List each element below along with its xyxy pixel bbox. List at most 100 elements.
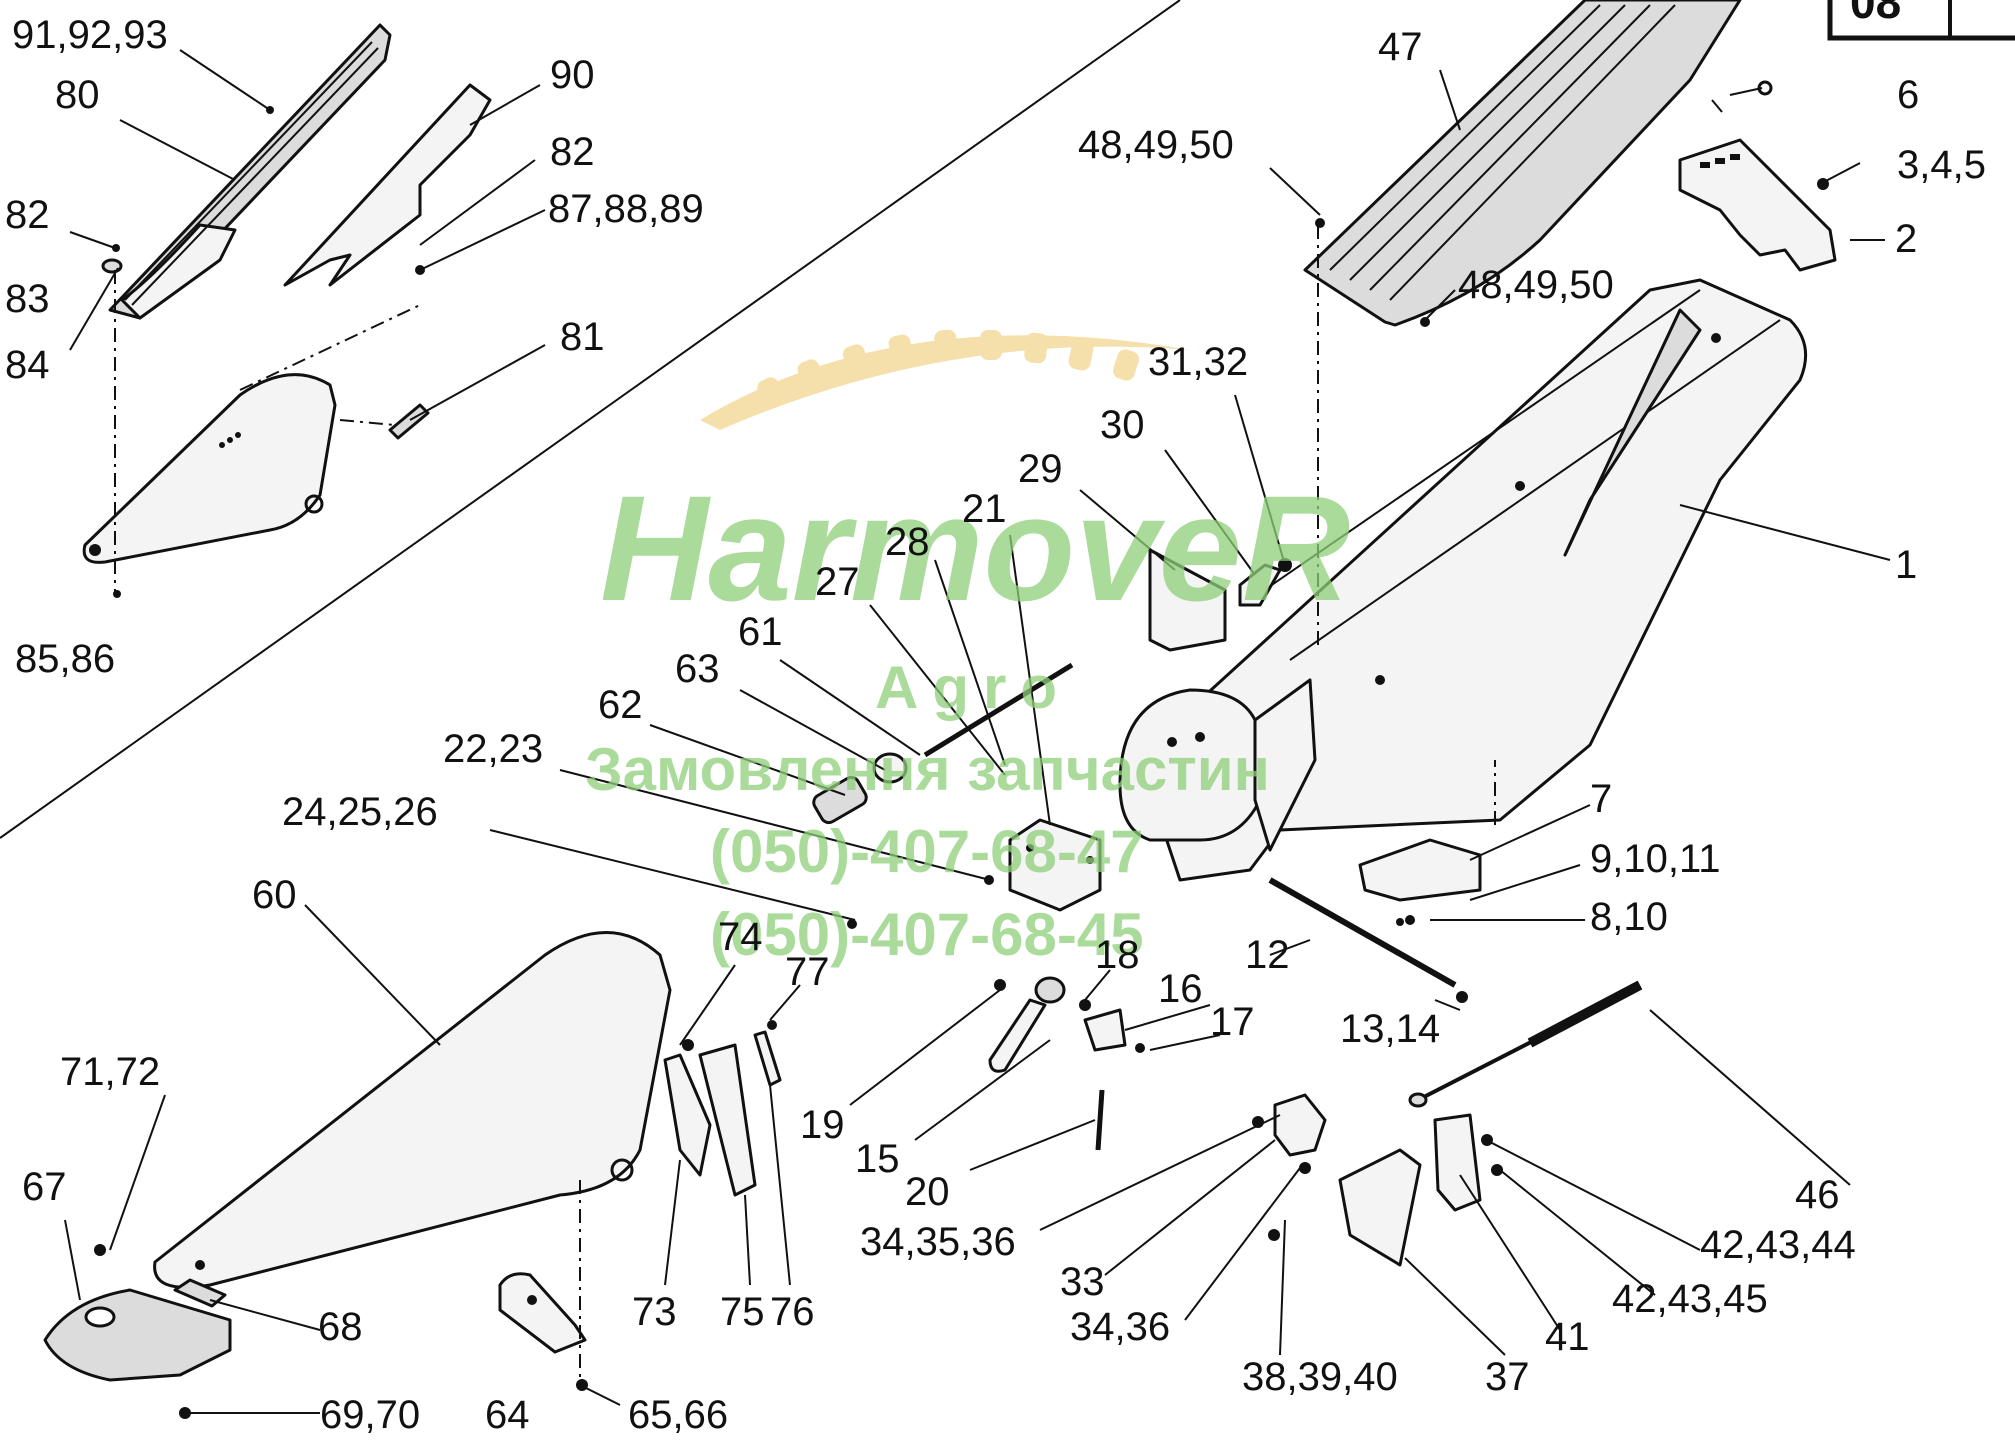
part-2-bracket [1678,138,1837,272]
watermark-sub: Agro [875,654,1071,721]
part-83-washer [101,258,123,274]
part-68-link [173,1278,227,1308]
label-65-66: 65,66 [628,1393,728,1437]
part-67-tip [43,1288,232,1382]
label-91-92-93: 91,92,93 [12,13,168,57]
part-15-lever [988,976,1066,1073]
part-62-spring [812,775,868,825]
label-71-72: 71,72 [60,1050,160,1094]
label-68: 68 [318,1305,363,1349]
part-12-shaft [1268,877,1457,988]
label-83: 83 [5,277,50,321]
label-24-25-26: 24,25,26 [282,790,438,834]
label-15: 15 [855,1137,900,1181]
assembly-dash-lines [114,225,1496,1380]
label-34-36: 34,36 [1070,1305,1170,1349]
part-90-plate [283,83,492,287]
label-29: 29 [1018,447,1063,491]
label-34-35-36: 34,35,36 [860,1220,1016,1264]
label-3-4-5: 3,4,5 [1897,143,1986,187]
label-20: 20 [905,1170,950,1214]
label-73: 73 [632,1290,677,1334]
label-48-49-50: 48,49,50 [1078,123,1234,167]
label-1: 1 [1895,543,1917,587]
label-82: 82 [550,130,595,174]
part-46-gas-strut [1408,980,1643,1108]
part-60-divider-cover [153,931,672,1289]
part-30-clip [1238,563,1282,607]
label-75: 75 [720,1290,765,1334]
label-77: 77 [785,950,830,994]
part-61-rod [923,662,1074,758]
part-divider-cover-upper [82,373,337,564]
part-21-bracket [1008,818,1102,912]
label-6: 6 [1897,73,1919,117]
label-17: 17 [1210,1000,1255,1044]
watermark: HarmoveR Agro Замовлення запчастин (050)… [585,329,1350,968]
label-28: 28 [885,520,930,564]
label-76: 76 [770,1290,815,1334]
label-13-14: 13,14 [1340,1007,1440,1051]
part-47-shield [1303,0,1742,327]
label-37: 37 [1485,1355,1530,1399]
label-31-32: 31,32 [1148,340,1248,384]
label-74: 74 [718,915,763,959]
part-7-bracket [1358,838,1482,902]
label-18: 18 [1095,933,1140,977]
label-30: 30 [1100,403,1145,447]
label-90: 90 [550,53,595,97]
fasteners [94,80,1829,1419]
part-63-roller [872,752,908,784]
label-64: 64 [485,1393,530,1437]
label-60: 60 [252,873,297,917]
label-16: 16 [1158,967,1203,1011]
label-85-86: 85,86 [15,637,115,681]
label-47: 47 [1378,25,1423,69]
label-42-43-44: 42,43,44 [1700,1223,1856,1267]
label-87-88-89: 87,88,89 [548,187,704,231]
label-41: 41 [1545,1315,1590,1359]
part-beam-endcap [1118,678,1317,852]
page-reference-box: 08 [1827,0,2015,41]
label-80: 80 [55,73,100,117]
part-6-pin [1711,99,1723,113]
label-38-39-40: 38,39,40 [1242,1355,1398,1399]
label-63: 63 [675,647,720,691]
part-64-bracket [498,1272,587,1354]
watermark-phone-2: (050)-407-68-45 [710,901,1144,968]
part-29-plate [1148,548,1227,652]
label-46: 46 [1795,1173,1840,1217]
label-2: 2 [1895,217,1917,261]
label-33: 33 [1060,1260,1105,1304]
watermark-order-text: Замовлення запчастин [585,736,1270,803]
part-33-bracket [1273,1093,1327,1157]
label-67: 67 [22,1165,67,1209]
label-27: 27 [815,560,860,604]
label-12: 12 [1245,933,1290,977]
part-76-link [753,1030,782,1087]
part-73-plate [663,1053,712,1177]
section-divider-line [0,0,1181,839]
part-75-plate [698,1043,757,1197]
watermark-brand: HarmoveR [600,464,1350,632]
label-19: 19 [800,1103,845,1147]
label-82: 82 [5,193,50,237]
label-9-10-11: 9,10,11 [1590,837,1721,881]
label-81: 81 [560,315,605,359]
label-61: 61 [738,610,783,654]
part-16-clamp [1083,1008,1127,1052]
label-22-23: 22,23 [443,727,543,771]
label-7: 7 [1590,777,1612,821]
label-8-10: 8,10 [1590,895,1668,939]
part-labels: 91,92,93 80 90 82 82 87,88,89 83 84 81 8… [5,13,1986,1437]
part-81-bar [388,403,430,440]
label-62: 62 [598,683,643,727]
part-37-bracket [1338,1148,1422,1267]
label-21: 21 [962,487,1007,531]
label-84: 84 [5,343,50,387]
part-80-plate [108,23,392,320]
label-69-70: 69,70 [320,1393,420,1437]
watermark-phone-1: (050)-407-68-47 [710,818,1144,885]
part-41-bracket [1433,1113,1482,1212]
